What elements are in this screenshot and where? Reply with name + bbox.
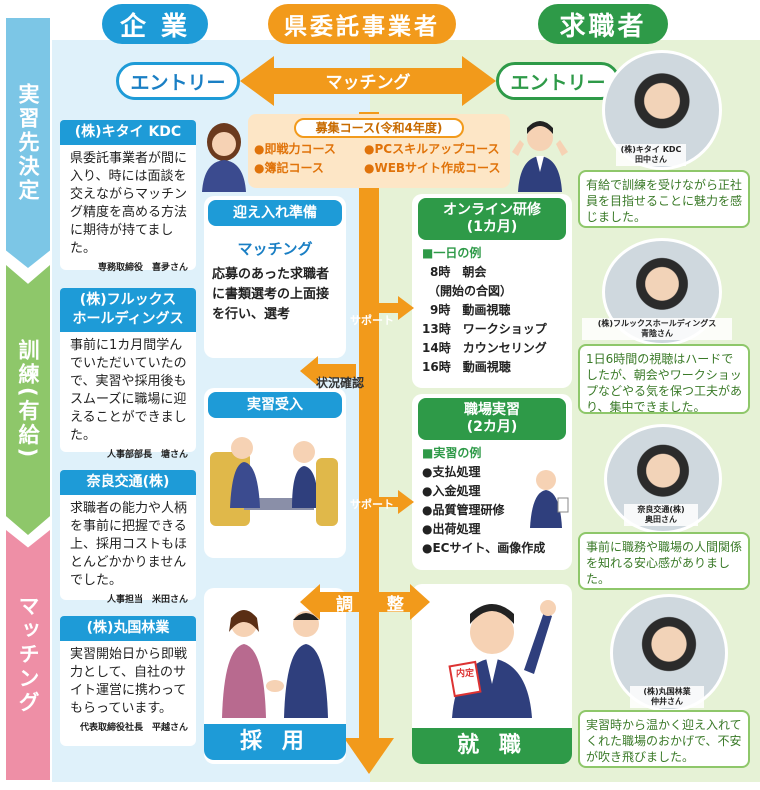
workplace-item: ●出荷処理: [422, 522, 481, 536]
company-name: (株)フルックス ホールディングス: [60, 288, 196, 332]
hire-label: 採 用: [204, 724, 346, 760]
support-arrow-icon: [368, 490, 414, 514]
course-item: ●PCスキルアップコース: [364, 142, 500, 156]
online-schedule: ■一日の例 8時 朝会 （開始の合図） 9時 動画視聴 13時 ワークショップ …: [412, 240, 572, 381]
course-box: 募集コース(令和4年度) ●即戦力コース ●PCスキルアップコース ●簿記コース…: [248, 114, 510, 188]
company-signature: 代表取締役社長 平越さん: [79, 723, 188, 733]
side-stage-2: 訓練(有給): [6, 265, 50, 535]
course-item: ●WEBサイト作成コース: [364, 161, 501, 175]
entry-left: エントリー: [116, 62, 240, 100]
company-comment: 実習開始日から即戦力として、自社のサイト運営に携わってもらっています。: [70, 647, 188, 716]
company-name: (株)丸国林業: [60, 616, 196, 641]
company-name: (株)キタイ KDC: [60, 120, 196, 145]
seeker-comment: 有給で訓練を受けながら正社員を目指せることに魅力を感じました。: [578, 170, 750, 228]
course-list: ●即戦力コース ●PCスキルアップコース ●簿記コース ●WEBサイト作成コース: [248, 138, 510, 180]
workplace-item: ●ECサイト、画像作成: [422, 541, 546, 555]
course-item: ●簿記コース: [254, 161, 324, 175]
job-label: 就 職: [412, 728, 572, 764]
prep-text: 応募のあった求職者に書類選考の上面接を行い、選考: [212, 267, 330, 322]
schedule-item: 13時 ワークショップ: [422, 322, 547, 336]
header-prefecture: 県委託事業者: [268, 4, 456, 44]
workplace-title: 職場実習 (2カ月): [418, 398, 566, 440]
online-head: ■一日の例: [422, 246, 482, 260]
accept-title: 実習受入: [208, 392, 342, 418]
hire-box: 採 用: [204, 588, 346, 764]
matching-label: マッチング: [325, 73, 411, 93]
seeker-comment: 実習時から温かく迎え入れてくれた職場のおかげで、不安が吹き飛びました。: [578, 710, 750, 768]
prep-title: 迎え入れ準備: [208, 200, 342, 226]
workplace-item: ●入金処理: [422, 484, 481, 498]
company-name: 奈良交通(株): [60, 470, 196, 495]
header-company: 企 業: [102, 4, 208, 44]
side-stage-1: 実習先決定: [6, 18, 50, 268]
company-signature: 人事部部長 塘さん: [106, 450, 188, 460]
seeker-comment: 事前に職務や職場の人間関係を知れる安心感がありました。: [578, 532, 750, 590]
seeker-label: (株)フルックスホールディングス 青陰さん: [582, 318, 732, 340]
prep-subtitle: マッチング: [237, 240, 313, 258]
job-offer-illustration-icon: [448, 600, 556, 718]
course-title: 募集コース(令和4年度): [294, 118, 464, 138]
company-card: (株)丸国林業 実習開始日から即戦力として、自社のサイト運営に携わってもらってい…: [60, 616, 196, 746]
worker-icon: [530, 470, 569, 528]
support-label: サポート: [350, 314, 394, 327]
staff-man-icon: [512, 121, 568, 192]
company-comment: 事前に1カ月間学んでいただいていたので、実習や採用後もスムーズに職場に迎えること…: [70, 338, 187, 443]
side-stage-3: マッチング: [6, 530, 50, 780]
header-seeker: 求職者: [538, 4, 668, 44]
company-card: (株)キタイ KDC 県委託事業者が間に入り、時には面談を交えながらマッチング精…: [60, 120, 196, 273]
online-training-box: オンライン研修 (1カ月) ■一日の例 8時 朝会 （開始の合図） 9時 動画視…: [412, 194, 572, 388]
company-comment: 県委託事業者が間に入り、時には面談を交えながらマッチング精度を高める方法に期待が…: [70, 151, 188, 256]
status-label: 状況確認: [316, 376, 365, 390]
adjust-label: 調 整: [336, 595, 418, 615]
schedule-item: 9時 動画視聴: [430, 303, 511, 317]
interview-illustration-icon: [210, 437, 338, 526]
schedule-item: 8時 朝会: [430, 265, 487, 279]
support-label: サポート: [350, 498, 394, 511]
workplace-list: ■実習の例 ●支払処理 ●入金処理 ●品質管理研修 ●出荷処理 ●ECサイト、画…: [412, 440, 572, 562]
handshake-illustration-icon: [222, 610, 328, 718]
workplace-item: ●支払処理: [422, 465, 481, 479]
schedule-item: 16時 動画視聴: [422, 360, 511, 374]
status-arrow-icon: [300, 356, 356, 386]
offer-stamp: 内定: [456, 669, 475, 679]
matching-arrow-icon: [240, 56, 496, 106]
course-item: ●即戦力コース: [254, 142, 336, 156]
schedule-item: 14時 カウンセリング: [422, 341, 547, 355]
company-signature: 人事担当 米田さん: [106, 595, 188, 605]
seeker-label: (株)キタイ KDC 田中さん: [616, 144, 686, 166]
job-box: 内定 就 職: [412, 584, 572, 764]
staff-woman-icon: [202, 123, 246, 192]
entry-right: エントリー: [496, 62, 620, 100]
seeker-comment: 1日6時間の視聴はハードでしたが、朝会やワークショップなどやる気を保つ工夫があり…: [578, 344, 750, 414]
central-flow-arrow-icon: [344, 112, 394, 774]
workplace-item: ●品質管理研修: [422, 503, 505, 517]
company-card: (株)フルックス ホールディングス 事前に1カ月間学んでいただいていたので、実習…: [60, 288, 196, 460]
company-card: 奈良交通(株) 求職者の能力や人柄を事前に把握できる上、採用コストもほとんどかか…: [60, 470, 196, 605]
schedule-item: （開始の合図）: [428, 284, 513, 298]
accept-box: 実習受入: [204, 388, 346, 558]
seeker-label: 奈良交通(株) 奥田さん: [624, 504, 698, 526]
support-arrow-icon: [368, 296, 414, 320]
company-signature: 専務取締役 喜夛さん: [97, 263, 188, 273]
online-title: オンライン研修 (1カ月): [418, 198, 566, 240]
workplace-head: ■実習の例: [422, 446, 482, 460]
prep-box: 迎え入れ準備 マッチング 応募のあった求職者に書類選考の上面接を行い、選考: [204, 196, 346, 358]
adjust-arrow-icon: [300, 584, 430, 620]
company-comment: 求職者の能力や人柄を事前に把握できる上、採用コストもほとんどかかりませんでした。: [70, 501, 188, 588]
seeker-label: (株)丸国林業 仲井さん: [630, 686, 704, 708]
